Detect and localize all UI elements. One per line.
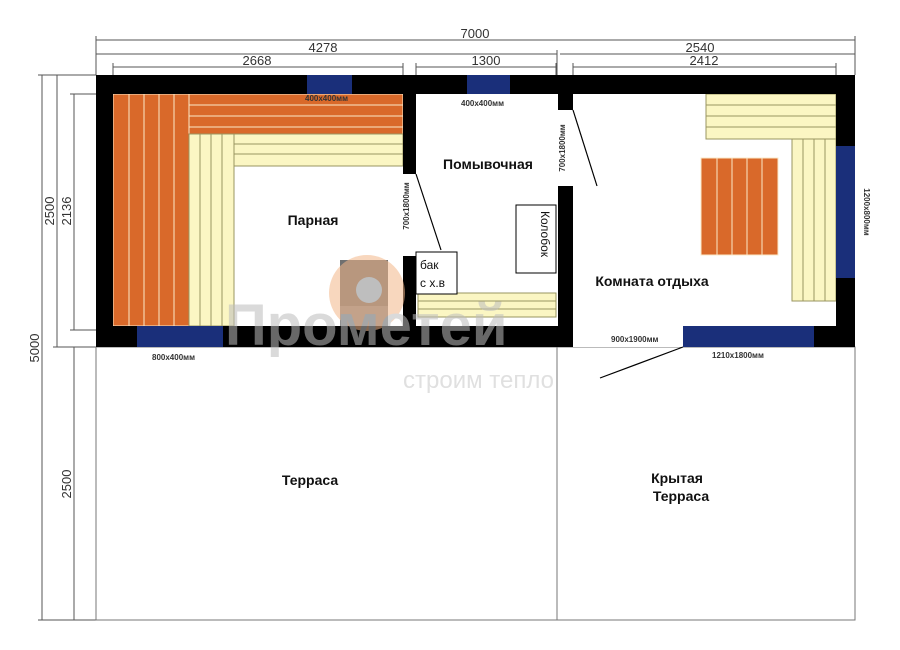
water-tank: бак с х.в — [415, 251, 458, 295]
dim-steam-width: 2668 — [243, 53, 272, 68]
dim-total-width: 7000 — [461, 26, 490, 41]
windows — [137, 75, 855, 347]
label-window-rest-right: 1200x800мм — [862, 188, 871, 236]
kolobok-fixture: Колобок — [515, 204, 557, 274]
label-window-rest-bottom: 1210x1800мм — [712, 351, 764, 360]
label-window-steam-bottom: 800x400мм — [152, 353, 195, 362]
room-covered-terrace-line2: Терраса — [653, 488, 709, 504]
watermark: Прометей строим тепло — [225, 255, 554, 394]
label-door-wash-rest: 700x1800мм — [558, 124, 567, 172]
dim-inner-height: 2136 — [59, 197, 74, 226]
room-wash: Помывочная — [443, 156, 533, 172]
dimension-labels: 7000 4278 2540 2668 1300 2412 5000 2500 … — [27, 26, 718, 498]
opening-labels: 400x400мм 400x400мм 800x400мм 1210x1800м… — [152, 94, 871, 362]
watermark-brand: Прометей — [225, 293, 508, 358]
label-window-steam-top: 400x400мм — [305, 94, 348, 103]
rest-table — [700, 157, 779, 256]
room-rest: Комната отдыха — [595, 273, 709, 289]
room-covered-terrace-line1: Крытая — [651, 470, 703, 486]
openings — [403, 110, 683, 347]
tank-label-line1: бак — [420, 258, 439, 272]
dimension-lines — [38, 36, 856, 621]
dim-left-width: 4278 — [309, 40, 338, 55]
door-swings — [415, 109, 684, 379]
window-wash-top — [467, 75, 510, 94]
room-terrace: Терраса — [282, 472, 338, 488]
dim-terrace-height: 2500 — [59, 470, 74, 499]
window-steam-top — [307, 75, 352, 94]
dim-rest-width: 2412 — [690, 53, 719, 68]
dim-total-height: 5000 — [27, 334, 42, 363]
dim-house-height: 2500 — [42, 197, 57, 226]
dim-right-width: 2540 — [686, 40, 715, 55]
room-steam: Парная — [288, 212, 339, 228]
terrace-outline — [95, 346, 856, 621]
label-door-entrance: 900x1900мм — [611, 335, 659, 344]
label-window-wash-top: 400x400мм — [461, 99, 504, 108]
window-rest-right — [836, 146, 855, 278]
label-door-steam-wash: 700x1800мм — [402, 182, 411, 230]
steam-bench-light — [188, 133, 404, 327]
dim-wash-width: 1300 — [472, 53, 501, 68]
tank-label-line2: с х.в — [420, 276, 445, 290]
wash-bench — [417, 292, 557, 318]
room-labels: Парная Помывочная Комната отдыха Терраса… — [282, 156, 709, 504]
kolobok-label: Колобок — [538, 211, 552, 258]
window-steam-bottom — [137, 326, 223, 347]
watermark-slogan: строим тепло — [403, 367, 554, 394]
window-rest-bottom — [683, 326, 814, 347]
